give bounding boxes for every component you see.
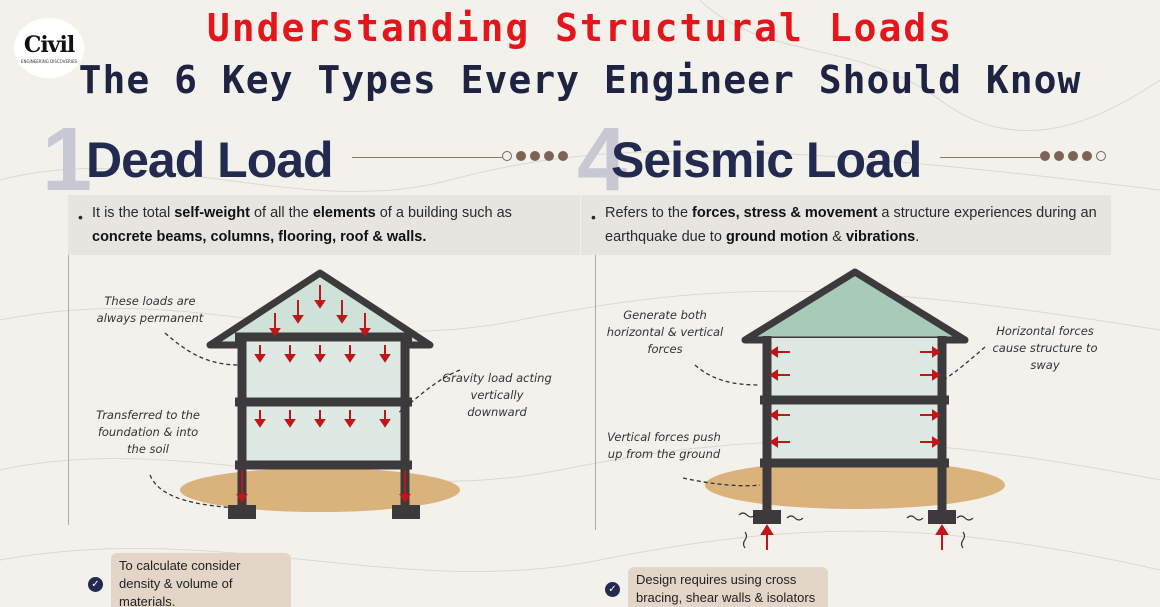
footing-right [392,505,420,519]
dot [544,151,554,161]
bullet-icon: • [591,209,596,225]
note-gravity: Gravity load acting vertically downward [442,371,552,419]
footing-right [928,510,956,524]
panel-number: 4 [577,110,628,210]
note-push-up: Vertical forces push up from the ground [607,430,721,461]
panel-number: 1 [42,110,93,210]
dot [558,151,568,161]
dot [1040,151,1050,161]
note-both-forces: Generate both horizontal & vertical forc… [606,308,724,356]
bullet-icon: • [78,209,83,225]
main-title: Understanding Structural Loads [206,6,954,50]
panel-dead-load: 1 Dead Load • It is the total self-weigh… [40,115,585,607]
check-icon: ✓ [88,576,103,592]
annotation-leaders [682,346,986,487]
subtitle: The 6 Key Types Every Engineer Should Kn… [78,58,1082,102]
logo-subtitle: ENGINEERING DISCOVERIES [20,59,78,64]
tip-dead-load: ✓ To calculate consider density & volume… [88,553,291,607]
soil-mound [180,468,460,512]
structural-frame [760,336,949,515]
vibration-marks [738,512,974,549]
description-box: • It is the total self-weight of all the… [68,195,580,255]
lower-floor-wall [242,405,402,465]
upper-floor-wall [767,338,943,400]
dot [1096,151,1106,161]
upper-floor-wall [242,335,402,405]
dot [502,151,512,161]
note-sway: Horizontal forces cause structure to swa… [992,324,1098,372]
brand-logo: Civil ENGINEERING DISCOVERIES [14,18,84,78]
progress-dots [1040,151,1106,161]
annotation-leaders [149,332,461,509]
heading-divider [940,157,1040,158]
dot [516,151,526,161]
panel-guide-line [595,255,596,530]
description-box: • Refers to the forces, stress & movemen… [581,195,1111,255]
dot [1054,151,1064,161]
soil-mound [705,461,1005,509]
note-permanent: These loads are always permanent [96,294,204,325]
lower-floor-wall [767,400,943,462]
logo-wordmark: Civil [23,32,75,58]
tip-text: Design requires using cross bracing, she… [628,567,828,607]
tip-seismic-load: ✓ Design requires using cross bracing, s… [605,567,828,607]
dot [1068,151,1078,161]
tip-text: To calculate consider density & volume o… [111,553,291,607]
check-icon: ✓ [605,581,620,597]
panel-seismic-load: 4 Seismic Load • Refers to the forces, s… [575,115,1120,607]
dot [1082,151,1092,161]
panel-heading: Seismic Load [611,132,922,188]
dead-load-house-illustration [180,269,460,519]
footing-left [753,510,781,524]
note-foundation: Transferred to the foundation & into the… [96,408,200,456]
panel-guide-line [68,255,69,525]
panel-heading: Dead Load [86,132,334,188]
progress-dots [502,151,568,161]
seismic-arrows [760,346,949,550]
seismic-load-house-illustration [705,268,1005,550]
load-arrows [236,285,411,503]
heading-divider [352,157,502,158]
footing-left [228,505,256,519]
dot [530,151,540,161]
